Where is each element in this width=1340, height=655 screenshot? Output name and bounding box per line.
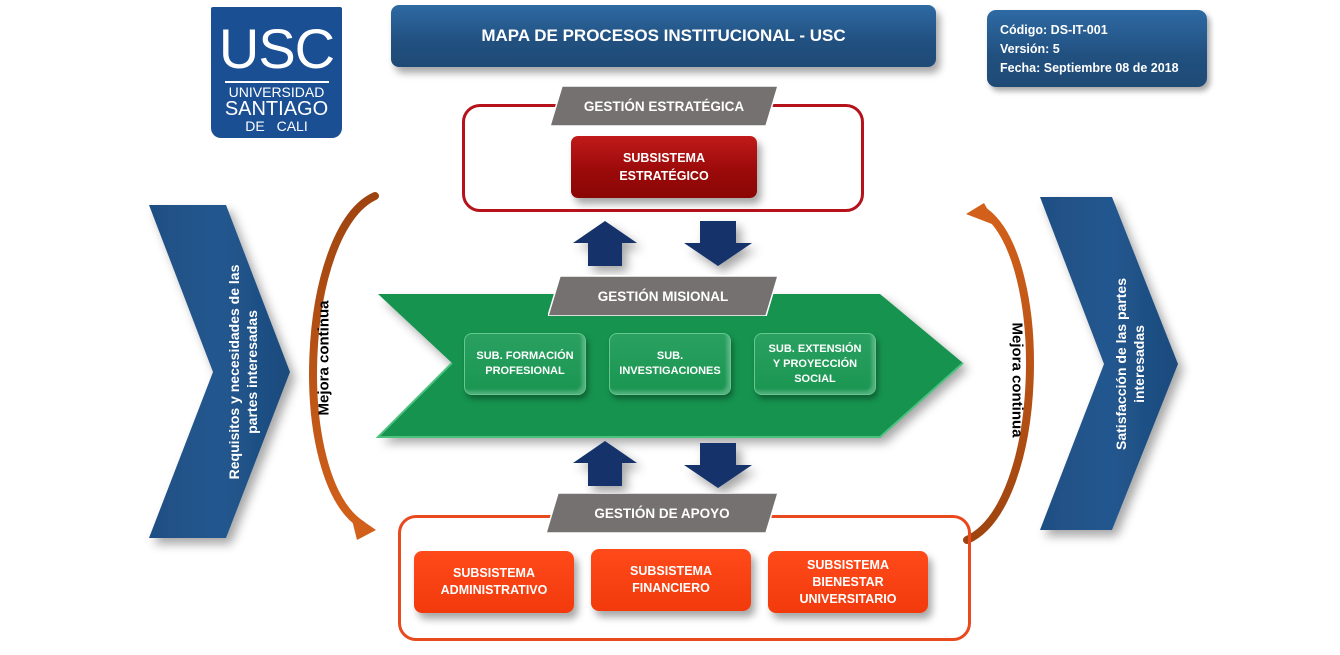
- page-title: MAPA DE PROCESOS INSTITUCIONAL - USC: [391, 5, 936, 67]
- missional-management-header: GESTIÓN MISIONAL: [548, 276, 778, 316]
- support-management-header: GESTIÓN DE APOYO: [546, 493, 778, 533]
- arrow-down-icon: [684, 443, 752, 488]
- inputs-label-line2: partes interesadas: [244, 310, 260, 434]
- outputs-label: Satisfacción de las partes interesadas: [1112, 278, 1148, 450]
- usc-logo: USC UNIVERSIDAD SANTIAGO DE CALI: [211, 7, 342, 138]
- subsystem-line: ADMINISTRATIVO: [440, 583, 548, 597]
- improvement-arrow-left: [309, 192, 379, 540]
- improvement-arrow-right: [963, 203, 1034, 544]
- subsystem-administrative[interactable]: SUBSISTEMA ADMINISTRATIVO: [414, 551, 574, 613]
- inputs-label: Requisitos y necesidades de las partes i…: [225, 265, 261, 480]
- improvement-label-right: Mejora continua: [1008, 322, 1026, 438]
- subsystem-financial[interactable]: SUBSISTEMA FINANCIERO: [591, 549, 751, 611]
- logo-line-de-cali: DE CALI: [245, 118, 308, 134]
- strategic-management-label: GESTIÓN ESTRATÉGICA: [583, 98, 745, 114]
- inputs-label-line1: Requisitos y necesidades de las: [226, 264, 242, 480]
- subsystem-strategic-line2: ESTRATÉGICO: [619, 169, 709, 183]
- subsystem-line: SOCIAL: [794, 372, 836, 385]
- arrow-down-icon: [684, 221, 752, 266]
- logo-line-santiago: SANTIAGO: [224, 98, 329, 120]
- subsystem-extension-social[interactable]: SUB. EXTENSIÓN Y PROYECCIÓN SOCIAL: [754, 333, 876, 395]
- subsystem-line: UNIVERSITARIO: [799, 591, 897, 606]
- inputs-chevron: [149, 205, 290, 538]
- document-code: Código: DS-IT-001: [1000, 23, 1108, 37]
- document-version: Versión: 5: [1000, 42, 1060, 56]
- outputs-label-line1: Satisfacción de las partes: [1113, 278, 1129, 450]
- subsystem-line: SUB. FORMACIÓN: [476, 350, 574, 362]
- document-date: Fecha: Septiembre 08 de 2018: [1000, 61, 1179, 75]
- subsystem-strategic[interactable]: SUBSISTEMA ESTRATÉGICO: [571, 136, 757, 198]
- logo-line-universidad: UNIVERSIDAD: [228, 84, 325, 100]
- logo-acronym: USC: [218, 17, 335, 80]
- improvement-label-left: Mejora continua: [315, 300, 333, 416]
- outputs-chevron: [1040, 197, 1178, 530]
- subsystem-line: SUB.: [656, 350, 684, 362]
- page-title-text: MAPA DE PROCESOS INSTITUCIONAL - USC: [481, 26, 846, 45]
- document-info-box: Código: DS-IT-001 Versión: 5 Fecha: Sept…: [987, 10, 1207, 87]
- subsystem-line: INVESTIGACIONES: [619, 365, 721, 377]
- subsystem-professional-training[interactable]: SUB. FORMACIÓN PROFESIONAL: [464, 333, 586, 395]
- subsystem-line: SUBSISTEMA: [807, 557, 889, 572]
- subsystem-line: SUBSISTEMA: [630, 564, 712, 578]
- strategic-management-header: GESTIÓN ESTRATÉGICA: [550, 86, 778, 126]
- subsystem-line: BIENESTAR: [812, 574, 884, 589]
- missional-management-label: GESTIÓN MISIONAL: [597, 288, 729, 304]
- support-management-label: GESTIÓN DE APOYO: [594, 505, 730, 521]
- logo-divider: [224, 81, 329, 83]
- subsystem-research[interactable]: SUB. INVESTIGACIONES: [609, 333, 731, 395]
- arrow-up-icon: [573, 221, 637, 266]
- subsystem-line: Y PROYECCIÓN: [772, 357, 858, 370]
- subsystem-line: PROFESIONAL: [485, 365, 565, 377]
- subsystem-strategic-line1: SUBSISTEMA: [623, 151, 705, 165]
- subsystem-line: SUBSISTEMA: [453, 566, 535, 580]
- subsystem-line: FINANCIERO: [632, 581, 710, 595]
- subsystem-university-welfare[interactable]: SUBSISTEMA BIENESTAR UNIVERSITARIO: [768, 551, 928, 613]
- outputs-label-line2: interesadas: [1131, 325, 1147, 403]
- subsystem-line: SUB. EXTENSIÓN: [768, 342, 862, 355]
- arrow-up-icon: [573, 441, 637, 486]
